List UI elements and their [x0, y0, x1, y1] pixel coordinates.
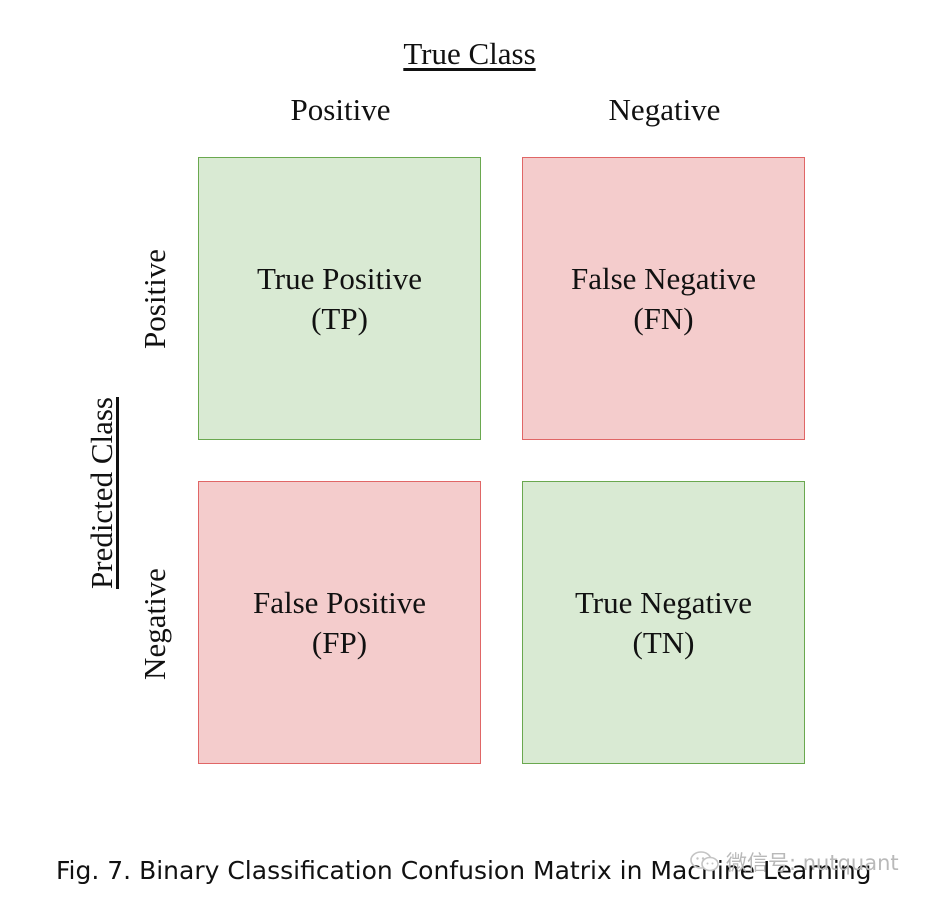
- cell-false-negative: False Negative (FN): [522, 157, 805, 440]
- cell-false-positive: False Positive (FP): [198, 481, 481, 764]
- row-label-positive: Positive: [137, 249, 172, 349]
- cell-true-negative: True Negative (TN): [522, 481, 805, 764]
- predicted-class-title: Predicted Class: [84, 397, 119, 589]
- cell-tp-label: True Positive: [256, 260, 423, 296]
- cell-fp-label: False Positive: [252, 584, 427, 620]
- figure-caption: Fig. 7. Binary Classification Confusion …: [56, 856, 872, 885]
- cell-tn-abbrev: (TN): [632, 624, 695, 660]
- column-label-negative: Negative: [608, 92, 721, 127]
- cell-tp-abbrev: (TP): [311, 300, 368, 336]
- column-label-positive: Positive: [290, 92, 391, 127]
- cell-true-positive: True Positive (TP): [198, 157, 481, 440]
- true-class-title: True Class: [403, 36, 536, 71]
- watermark-text: 微信号: nutquant: [726, 851, 899, 875]
- wechat-icon: [690, 850, 720, 874]
- cell-fn-abbrev: (FN): [633, 300, 694, 336]
- cell-fn-label: False Negative: [570, 260, 757, 296]
- cell-fp-abbrev: (FP): [311, 624, 368, 660]
- row-label-negative: Negative: [137, 568, 172, 680]
- cell-tn-label: True Negative: [574, 584, 753, 620]
- watermark: 微信号: nutquant: [690, 847, 899, 877]
